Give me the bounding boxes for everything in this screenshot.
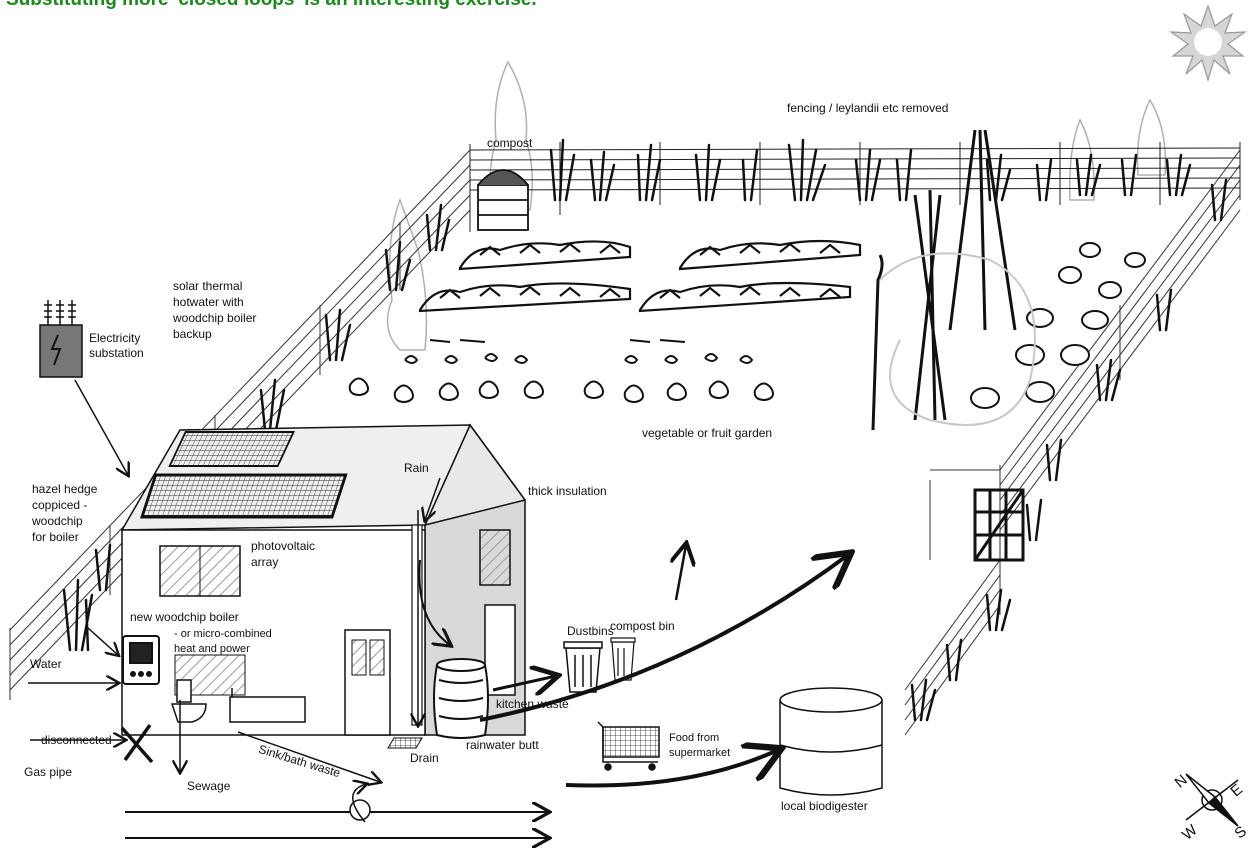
label-rainwater-butt: rainwater butt [466, 738, 539, 752]
drain-grate-icon [388, 738, 422, 748]
label-solar-line-1: solar thermal [173, 279, 242, 293]
photovoltaic-panel [142, 475, 346, 517]
veg-row-2 [405, 354, 752, 363]
side-window [480, 530, 510, 585]
label-water: Water [30, 657, 62, 671]
label-food-line-2: supermarket [669, 746, 730, 760]
label-gas-pipe: Gas pipe [24, 765, 72, 779]
label-boiler-line-1: new woodchip boiler [130, 610, 239, 624]
dustbin-icon [564, 642, 602, 692]
gate-icon [975, 490, 1023, 560]
label-solar-line-3: woodchip boiler [173, 311, 256, 325]
label-pv-line-1: photovoltaic [251, 539, 315, 553]
page-title: Substituting more 'closed loops' is an i… [6, 0, 537, 11]
woodchip-boiler-icon [123, 636, 159, 684]
label-thick-insulation: thick insulation [528, 484, 607, 498]
rainwater-butt-icon [434, 659, 488, 738]
biodigester-icon [780, 688, 882, 795]
label-solar-line-2: hotwater with [173, 295, 244, 309]
label-biodigester: local biodigester [781, 799, 868, 813]
label-solar-line-4: backup [173, 327, 212, 341]
label-pv-line-2: array [251, 555, 278, 569]
label-boiler-line-2: - or micro-combined [174, 627, 272, 641]
label-electricity-line-1: Electricity [89, 331, 140, 345]
label-hazel-line-1: hazel hedge [32, 482, 97, 496]
electricity-substation-icon [40, 300, 82, 377]
label-fencing: fencing / leylandii etc removed [787, 101, 948, 115]
veg-row-1 [350, 378, 773, 402]
shopping-trolley-icon [598, 722, 659, 770]
label-drain: Drain [410, 751, 439, 765]
label-disconnected: disconnected [41, 733, 112, 747]
label-compost: compost [487, 136, 532, 150]
lettuce-heads [971, 243, 1145, 408]
label-vegetable-garden: vegetable or fruit garden [642, 426, 772, 440]
polytunnels [420, 241, 882, 430]
downpipe [412, 525, 422, 725]
label-compost-bin: compost bin [610, 619, 675, 633]
label-electricity-line-2: substation [89, 346, 144, 360]
label-sewage: Sewage [187, 779, 230, 793]
compass-icon [1186, 774, 1238, 826]
label-rain: Rain [404, 461, 429, 475]
label-kitchen-waste: kitchen waste [496, 697, 569, 711]
sewer-pipes [125, 812, 548, 838]
right-fence [905, 150, 1240, 735]
label-food-line-1: Food from [669, 731, 719, 745]
label-hazel-line-2: coppiced - [32, 498, 87, 512]
compost-heap-icon [478, 170, 528, 230]
side-door [485, 605, 515, 695]
label-dustbins: Dustbins [567, 624, 614, 638]
solar-thermal-panel [170, 432, 294, 466]
label-boiler-line-3: heat and power [174, 642, 250, 656]
label-hazel-line-3: woodchip [32, 514, 83, 528]
label-hazel-line-4: for boiler [32, 530, 79, 544]
sun-icon [1171, 6, 1245, 80]
